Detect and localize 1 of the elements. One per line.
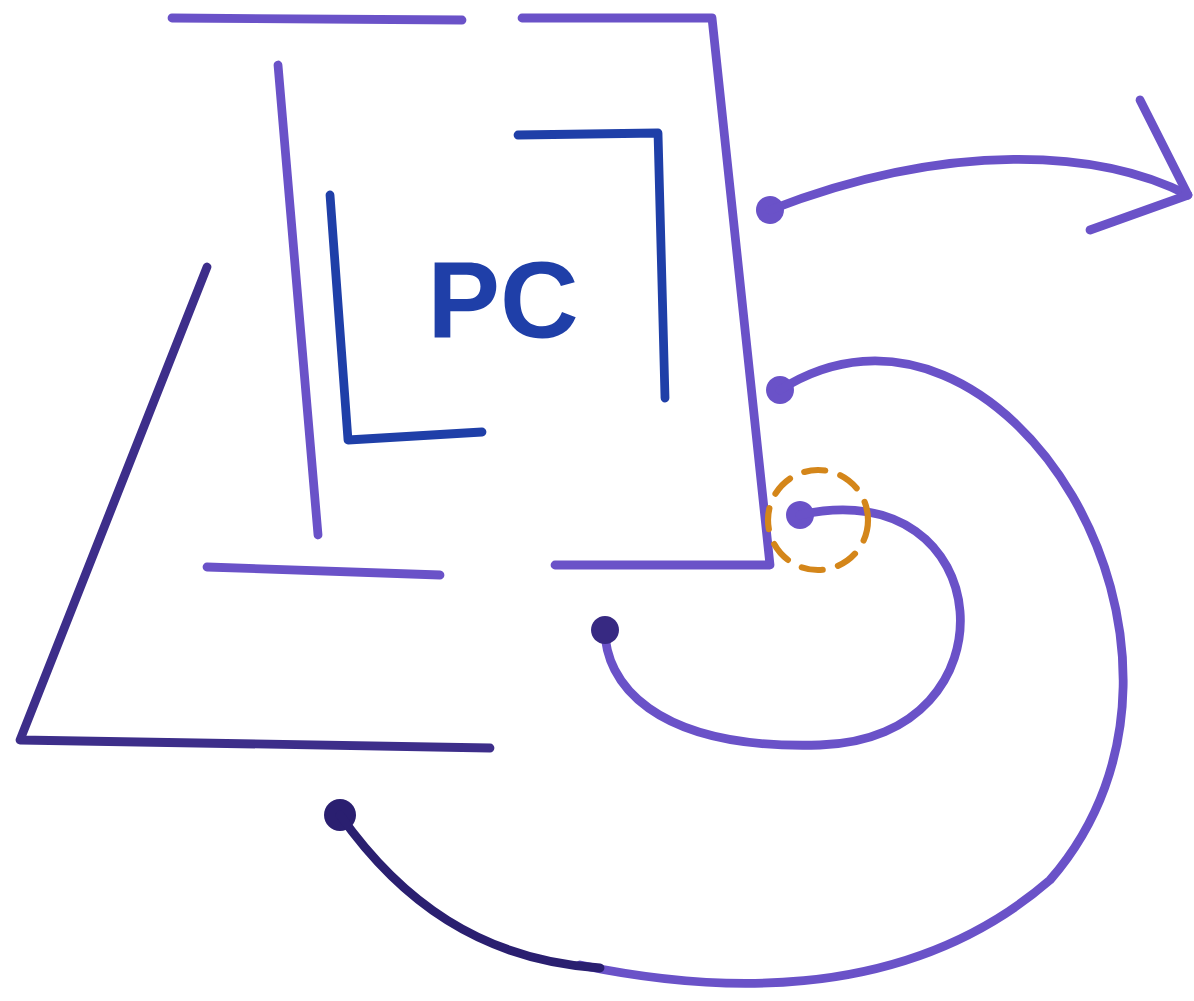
handwritten-label: PC <box>434 261 576 339</box>
